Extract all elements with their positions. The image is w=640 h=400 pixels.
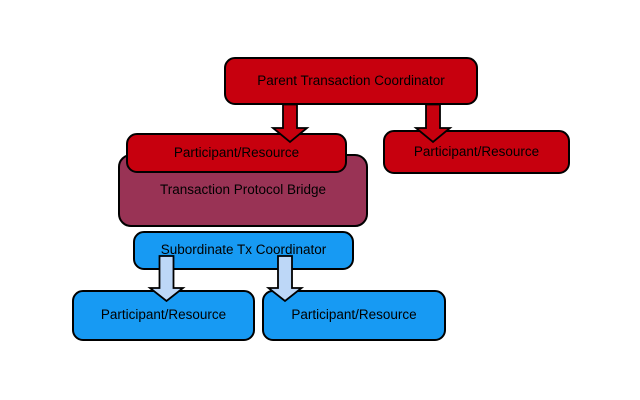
node-label: Transaction Protocol Bridge (159, 182, 327, 198)
node-subordinate-tx-coordinator: Subordinate Tx Coordinator (133, 231, 354, 270)
node-label: Participant/Resource (291, 307, 417, 323)
node-participant-resource-blue-right: Participant/Resource (262, 290, 446, 341)
node-label: Participant/Resource (413, 143, 540, 159)
node-participant-resource-red-left: Participant/Resource (126, 133, 347, 173)
node-label: Subordinate Tx Coordinator (160, 242, 327, 258)
node-label: Parent Transaction Coordinator (257, 72, 445, 88)
node-label: Participant/Resource (100, 307, 227, 323)
node-participant-resource-red-right: Participant/Resource (383, 130, 570, 174)
node-parent-transaction-coordinator: Parent Transaction Coordinator (224, 57, 478, 105)
node-participant-resource-blue-left: Participant/Resource (72, 290, 255, 341)
node-label: Participant/Resource (173, 144, 300, 160)
